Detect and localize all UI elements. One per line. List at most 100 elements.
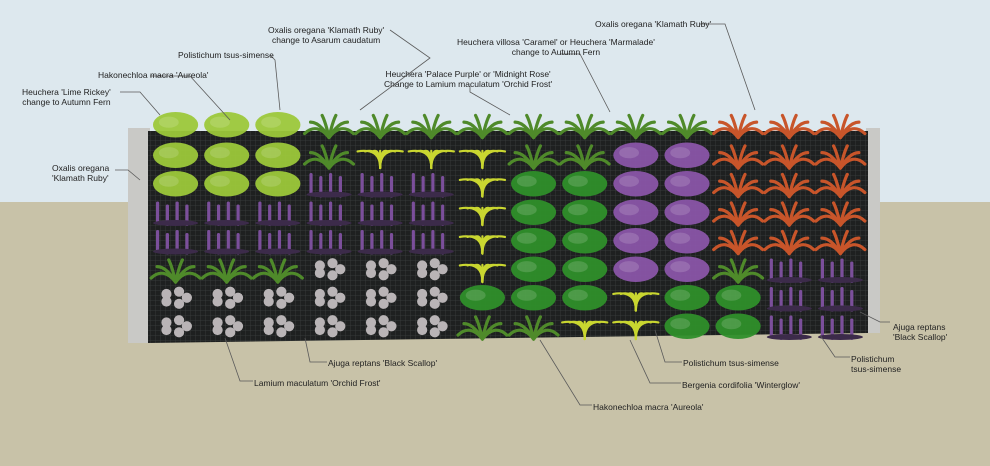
label-hakonechloa-bottom: Hakonechloa macra 'Aureola' (593, 402, 704, 412)
plant-cell (712, 258, 765, 284)
plant-cell (408, 230, 454, 255)
plant-cell (459, 285, 505, 311)
plant-cell (263, 315, 295, 338)
label-ajuga-bottom: Ajuga reptans 'Black Scallop' (328, 358, 438, 368)
leader-line (469, 86, 511, 116)
plant-cell (357, 201, 403, 226)
leader-line (269, 54, 281, 111)
plant-cell (458, 235, 507, 255)
plant-cell (562, 256, 608, 282)
plant-cell (562, 199, 608, 225)
plant-cell (255, 142, 301, 168)
leader-line (150, 75, 231, 121)
plant-cell (456, 113, 509, 140)
plant-cell (314, 315, 346, 338)
plant-cell (561, 320, 609, 341)
plant-cell (306, 173, 352, 198)
plant-cell (763, 144, 816, 170)
plant-cell (354, 113, 407, 140)
plant-cell (204, 112, 250, 138)
label-ajuga-right: Ajuga reptans'Black Scallop' (893, 322, 948, 342)
plant-cell (255, 171, 301, 197)
label-bergenia: Bergenia cordifolia 'Winterglow' (682, 380, 801, 390)
plant-cell (562, 228, 608, 254)
plant-cell (814, 113, 867, 140)
leader-line (560, 53, 611, 113)
plant-cell (314, 258, 346, 281)
leader-line (654, 329, 682, 363)
leader-line (700, 23, 756, 111)
plant-cell (660, 113, 714, 140)
plant-cell (664, 313, 710, 339)
plant-cell (356, 149, 404, 170)
plant-cell (510, 285, 557, 311)
wall-frame-left (128, 128, 150, 343)
leader-line (819, 334, 850, 358)
plant-cell (612, 320, 660, 341)
plant-cell (365, 315, 397, 338)
plant-cell (507, 315, 560, 341)
label-leader-lines (115, 23, 890, 406)
plant-cell (613, 228, 659, 254)
plant-cell (458, 206, 507, 227)
leader-line (629, 339, 681, 384)
plant-cell (408, 173, 454, 198)
plant-cell (766, 287, 812, 312)
plant-cell (613, 142, 659, 168)
plant-cell (153, 171, 199, 197)
label-polistichum-bottom: Polistichum tsus-simense (683, 358, 779, 368)
plant-cell (817, 287, 864, 312)
label-klamath-asarum: Oxalis oregana 'Klamath Ruby'change to A… (268, 25, 385, 45)
plant-cell (149, 258, 202, 284)
plant-cell (302, 113, 356, 140)
plant-cell (763, 172, 816, 199)
plant-cell (365, 286, 397, 309)
plant-cell (365, 258, 397, 281)
plant-cell (817, 258, 864, 283)
plant-cell (510, 228, 557, 254)
plant-cell (664, 171, 710, 197)
plant-cell (510, 199, 557, 225)
plant-cell (204, 142, 250, 168)
plant-cell (507, 144, 560, 170)
plant-cell (814, 172, 867, 199)
plant-cell (417, 258, 448, 281)
plant-cell (612, 292, 660, 312)
plant-cell (458, 178, 507, 198)
plant-cell (712, 172, 765, 199)
plant-cell (417, 286, 448, 309)
plant-cell (763, 113, 816, 140)
plant-cell (510, 256, 557, 282)
leader-line (120, 91, 161, 116)
plant-cell (161, 315, 192, 338)
leader-line (115, 169, 141, 181)
leader-line (304, 337, 327, 363)
plant-cell (212, 286, 244, 309)
plant-cell (763, 229, 816, 256)
plant-cell (153, 112, 199, 138)
plant-cell (255, 112, 301, 138)
plant-cell (456, 315, 509, 341)
plant-cell (255, 230, 301, 255)
plant-cell (212, 315, 244, 338)
plant-cell (814, 201, 867, 227)
leader-line (224, 337, 253, 382)
plant-cell (763, 201, 816, 227)
plant-cell (766, 258, 812, 283)
plant-cell (357, 173, 403, 198)
plant-cell (664, 142, 710, 168)
plant-cell (153, 230, 199, 255)
plant-cell (255, 201, 301, 226)
plant-cell (715, 313, 761, 339)
plant-cell (204, 171, 250, 197)
plant-cell (507, 113, 560, 140)
label-caramel: Heuchera villosa 'Caramel' or Heuchera '… (457, 37, 655, 57)
plant-cell (712, 229, 765, 256)
leader-line (859, 311, 890, 323)
plant-cell (204, 230, 250, 255)
plant-cell (161, 286, 192, 309)
plant-cell (712, 201, 765, 227)
plant-cell (263, 286, 295, 309)
living-wall (128, 112, 880, 343)
plant-cell (712, 144, 765, 170)
